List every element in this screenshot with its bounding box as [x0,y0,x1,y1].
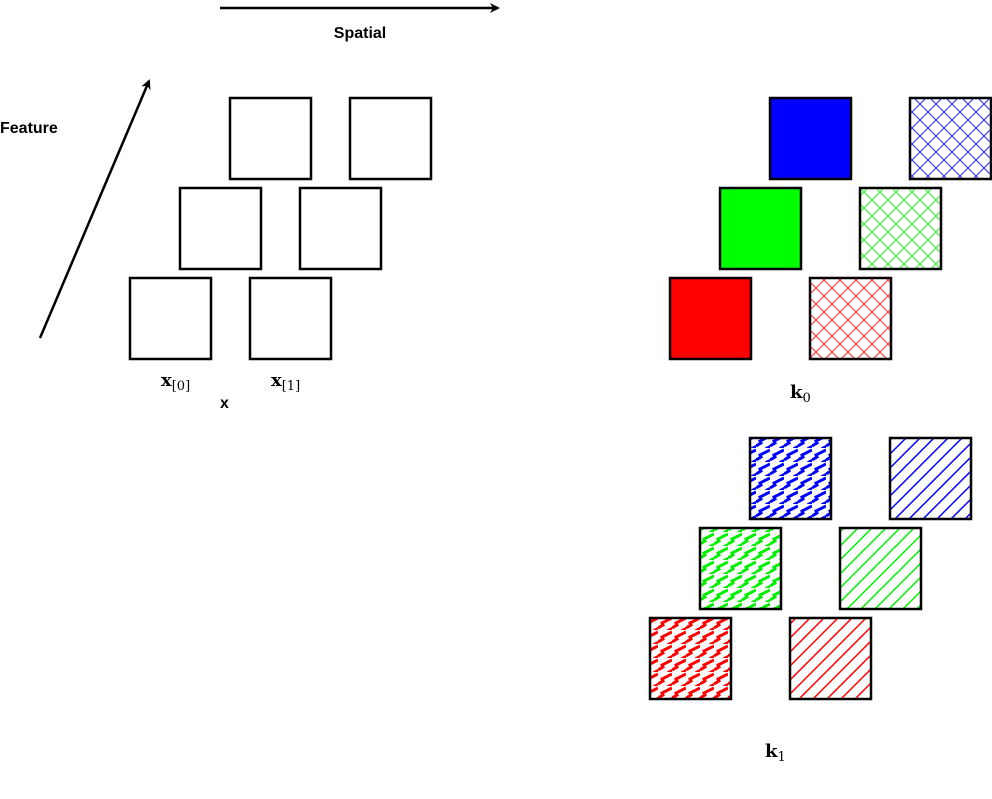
input-x-cell [248,276,333,361]
kernel-k1-cell-red-diagonal [788,616,873,701]
kernel-k0-cell-blue-solid [768,96,853,181]
spatial-axis-label: Spatial [334,25,386,42]
kernel-k1-cell-blue-diagonal [888,436,973,521]
input-x-cell [298,186,383,271]
kernel-k1-cell-red-zigzag [648,616,733,701]
feature-axis-arrow [38,79,151,339]
kernel-k0-block [668,96,992,361]
input-x-cell [128,276,213,361]
input-x-column-label: x[1] [271,370,300,394]
kernel-k0-cell-red-crosshatch [808,276,893,361]
kernel-k0-cell-red-solid [668,276,753,361]
input-x-column-label: x[0] [161,370,190,394]
input-x-cell [348,96,433,181]
kernel-k0-cell-green-crosshatch [858,186,943,271]
kernel-k1-cell-blue-zigzag [748,436,833,521]
kernel-k1-cell-green-zigzag [698,526,783,611]
feature-axis-label: Feature [0,120,58,137]
kernel-k0-cell-blue-crosshatch [908,96,992,181]
kernel-k0-label: k0 [790,382,811,406]
input-x-block [128,96,433,361]
input-x-cell [178,186,263,271]
kernel-k1-cell-green-diagonal [838,526,923,611]
kernel-k0-cell-green-solid [718,186,803,271]
kernel-k1-block [648,436,973,701]
input-x-cell [228,96,313,181]
kernel-k1-label: k1 [765,741,786,765]
input-x-label: x [220,395,229,412]
